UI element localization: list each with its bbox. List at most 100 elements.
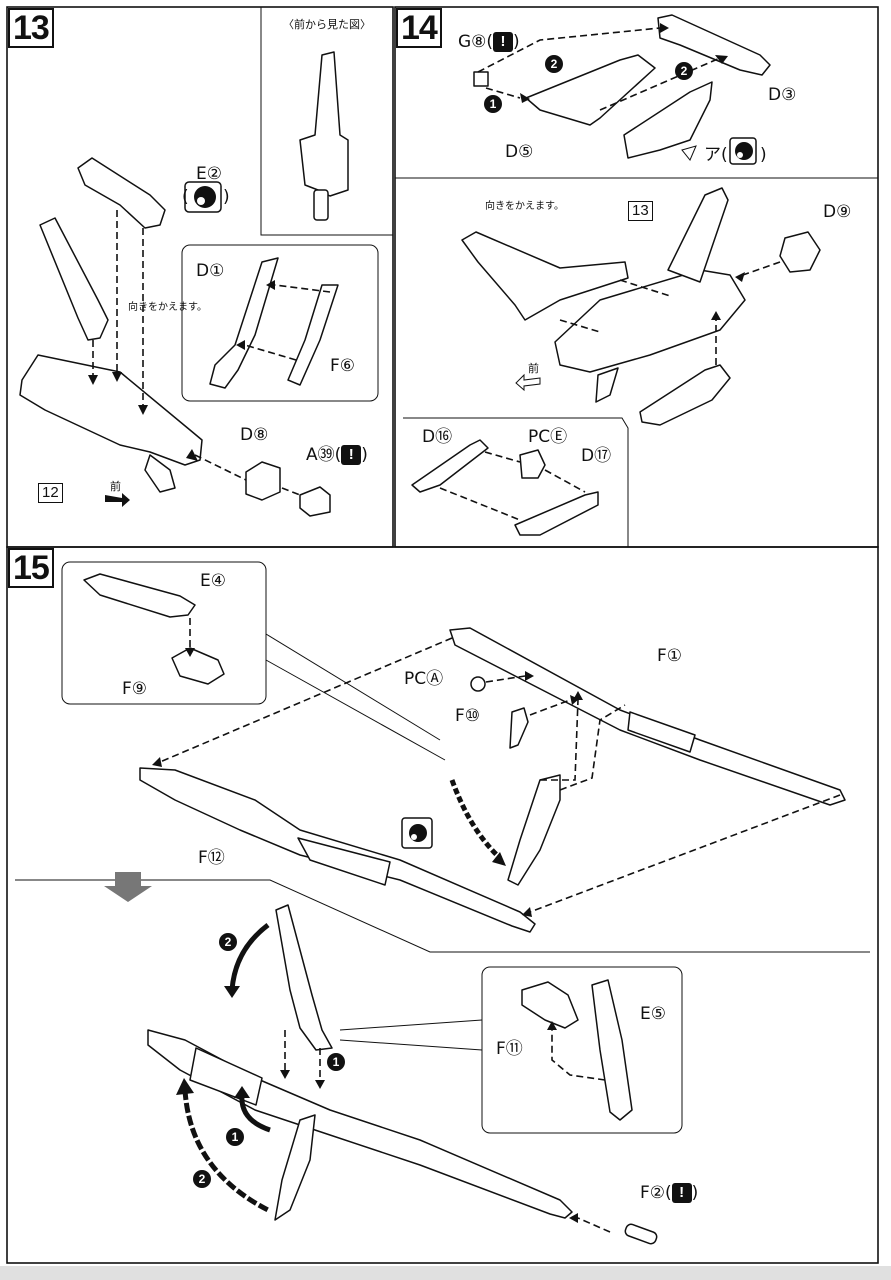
label-f9: F⑨ — [122, 679, 148, 699]
order-2-badge: 2 — [545, 55, 563, 73]
label-d1: D① — [196, 261, 225, 281]
turn-note-13: 向きをかえます。 — [128, 302, 207, 313]
order-1-badge: 1 — [484, 95, 502, 113]
order-1-badge: 1 — [327, 1053, 345, 1071]
part-f2 — [624, 1223, 658, 1245]
paren-close-e2: ) — [223, 187, 230, 207]
part-d17 — [514, 491, 599, 536]
label-a-runner: ア( — [704, 145, 728, 165]
part-d16 — [411, 439, 489, 493]
label-f12: F⑫ — [198, 848, 225, 868]
part-rifle-body — [189, 1047, 263, 1106]
detail-frame-13 — [181, 244, 379, 402]
label-f2-text: F②( — [640, 1183, 672, 1203]
part-f10 — [509, 707, 529, 749]
order-2-badge: 2 — [675, 62, 693, 80]
part-leg-14 — [595, 367, 619, 403]
part-d5 — [525, 54, 656, 126]
label-f11: F⑪ — [496, 1039, 523, 1059]
label-d16: D⑯ — [422, 427, 453, 447]
label-e4: E④ — [200, 571, 226, 591]
callout-line-15a — [265, 633, 441, 741]
label-a39-text: A㊴( — [306, 445, 342, 465]
detail-frame-14 — [403, 417, 629, 547]
part-13-fin — [667, 187, 729, 283]
part-d8 — [245, 461, 281, 501]
part-pc-e — [519, 449, 546, 479]
step-15-frame — [6, 546, 879, 1264]
part-f11 — [521, 981, 579, 1029]
label-d9: D⑨ — [823, 202, 852, 222]
part-f1 — [449, 627, 846, 806]
part-d9 — [779, 231, 821, 273]
label-f2: F②(!) — [640, 1183, 698, 1203]
order-1-badge: 1 — [226, 1128, 244, 1146]
label-f10: F⑩ — [455, 706, 481, 726]
part-blade-15 — [507, 774, 561, 886]
ref-step-12: 12 — [38, 483, 63, 503]
part-e5 — [591, 979, 633, 1121]
step-14-number: 14 — [396, 8, 442, 48]
label-f1: F① — [657, 646, 683, 666]
label-d17: D⑰ — [581, 446, 612, 466]
callout-line-15b — [339, 1019, 483, 1031]
front-view-frame — [260, 7, 393, 236]
label-e5: E⑤ — [640, 1004, 666, 1024]
label-d3: D③ — [768, 85, 797, 105]
order-2-badge: 2 — [219, 933, 237, 951]
part-arm-13 — [39, 217, 109, 341]
part-13-body — [554, 269, 746, 373]
part-e2 — [77, 157, 166, 229]
warning-icon: ! — [493, 32, 514, 52]
part-f1-box — [627, 711, 696, 753]
paren-close: ) — [513, 32, 520, 52]
part-a-runner — [623, 81, 713, 159]
part-f6 — [287, 284, 339, 386]
paren-close: ) — [691, 1183, 699, 1203]
part-d3 — [657, 14, 771, 76]
front-view-label: 〈前から見た図〉 — [283, 18, 371, 31]
ref-step-13: 13 — [628, 201, 653, 221]
label-pc-a: PCⒶ — [404, 669, 444, 689]
part-e4 — [83, 573, 196, 618]
label-f6: F⑥ — [330, 356, 356, 376]
warning-icon: ! — [671, 1183, 692, 1203]
step-15-number: 15 — [8, 548, 54, 588]
part-blade-up — [275, 904, 333, 1051]
paren-close: ) — [361, 445, 368, 465]
front-label-14: 前 — [528, 362, 539, 375]
part-wing-14 — [461, 231, 629, 321]
paren-close-a: ) — [760, 145, 767, 165]
part-12-foot — [144, 454, 176, 493]
label-e2: E② — [196, 164, 222, 184]
label-d5: D⑤ — [505, 142, 534, 162]
turn-note-14: 向きをかえます。 — [485, 201, 564, 212]
front-view-peg — [313, 189, 329, 221]
callout-line-15a2 — [265, 659, 446, 761]
label-d8: D⑧ — [240, 425, 269, 445]
paren-open-e2: ( — [182, 187, 189, 207]
warning-icon: ! — [341, 445, 362, 465]
part-f9 — [171, 647, 225, 685]
part-f12-box — [297, 837, 391, 886]
step-13-number: 13 — [8, 8, 54, 48]
page-bottom-edge — [0, 1266, 891, 1280]
divider-15 — [15, 879, 870, 953]
label-g8-text: G⑧( — [458, 32, 494, 52]
step-14-frame — [394, 6, 879, 548]
part-12-body — [19, 354, 203, 466]
label-g8: G⑧(!) — [458, 32, 520, 52]
front-label-13: 前 — [110, 480, 121, 493]
part-a39 — [299, 486, 331, 517]
detail-frame-15a — [61, 561, 267, 705]
part-blade-down — [274, 1114, 316, 1221]
label-pc-e: PCⒺ — [528, 427, 568, 447]
part-stand-14 — [639, 364, 731, 426]
part-pc-a — [470, 676, 486, 692]
label-a39: A㊴(!) — [306, 445, 368, 465]
front-view-part — [299, 51, 349, 197]
order-2-badge: 2 — [193, 1170, 211, 1188]
callout-line-15b2 — [339, 1039, 483, 1051]
part-g8 — [473, 71, 489, 87]
